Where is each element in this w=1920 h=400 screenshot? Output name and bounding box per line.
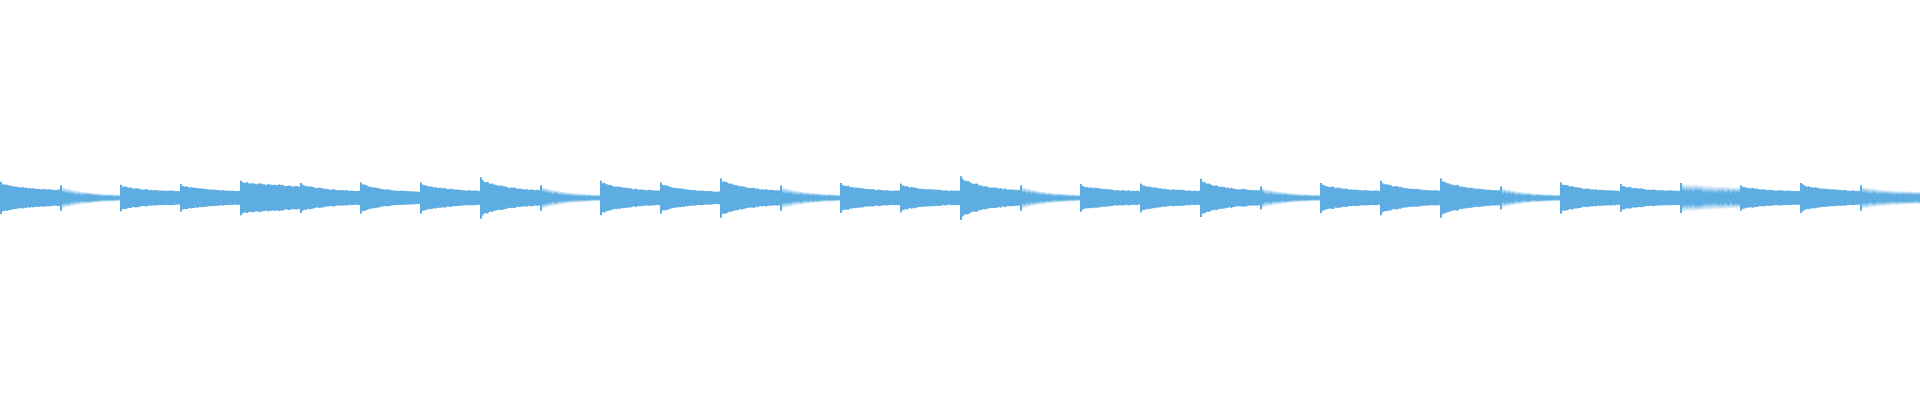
waveform-segment xyxy=(720,180,780,215)
waveform-segment xyxy=(1560,183,1620,212)
waveform-onset xyxy=(1680,183,1682,213)
waveform-onset xyxy=(180,184,182,212)
waveform-segment xyxy=(1080,185,1140,211)
waveform-onset xyxy=(60,185,62,211)
waveform-onset xyxy=(240,180,242,216)
waveform-onset xyxy=(600,180,602,216)
waveform-segment xyxy=(1260,186,1320,209)
waveform-segment xyxy=(300,184,360,212)
waveform-segment xyxy=(360,183,420,213)
waveform-segment xyxy=(480,178,540,217)
waveform-segment xyxy=(180,185,240,210)
waveform-onset xyxy=(960,176,962,220)
waveform-segment xyxy=(1620,185,1680,211)
waveform-segment xyxy=(1200,180,1260,215)
waveform-onset xyxy=(420,182,422,214)
waveform-onset xyxy=(540,185,542,211)
waveform-segments xyxy=(0,176,1920,220)
waveform-onset xyxy=(360,182,362,214)
waveform-segment xyxy=(1440,179,1500,216)
waveform-segment xyxy=(1140,184,1200,212)
waveform-onset xyxy=(1140,183,1142,213)
waveform-onset xyxy=(1440,178,1442,218)
waveform-onset xyxy=(0,181,2,215)
waveform-onset xyxy=(1200,178,1202,217)
waveform-onset xyxy=(840,183,842,213)
waveform-onset xyxy=(120,184,122,212)
waveform-onset xyxy=(1620,184,1622,212)
waveform-segment xyxy=(1500,186,1560,209)
waveform-segment xyxy=(1680,183,1740,212)
waveform-segment xyxy=(1860,185,1920,210)
waveform-onset xyxy=(900,183,902,213)
waveform-segment xyxy=(240,181,300,214)
waveform-segment xyxy=(420,183,480,213)
waveform-segment xyxy=(1020,185,1080,210)
waveform-onset xyxy=(480,177,482,219)
waveform-onset xyxy=(660,182,662,214)
waveform-onset xyxy=(300,183,302,213)
waveform-segment xyxy=(900,184,960,212)
waveform-segment xyxy=(1380,182,1440,214)
waveform-onset xyxy=(1500,186,1502,210)
waveform-onset xyxy=(1260,186,1262,210)
waveform-segment xyxy=(660,184,720,212)
waveform-segment xyxy=(120,185,180,210)
waveform-segment xyxy=(1320,184,1380,212)
waveform-segment xyxy=(0,183,60,213)
waveform-onset xyxy=(1860,185,1862,211)
waveform-onset xyxy=(1020,185,1022,211)
waveform-segment xyxy=(540,185,600,210)
waveform-onset xyxy=(1800,183,1802,213)
waveform-onset xyxy=(1740,185,1742,211)
waveform-segment xyxy=(60,185,120,210)
waveform-onset xyxy=(1560,182,1562,214)
waveform-segment xyxy=(600,182,660,213)
waveform-onset xyxy=(720,178,722,218)
waveform-onset xyxy=(1080,184,1082,212)
waveform-segment xyxy=(780,185,840,210)
waveform-onset xyxy=(1320,183,1322,213)
waveform-segment xyxy=(1740,186,1800,210)
waveform-onset xyxy=(780,185,782,211)
waveform-segment xyxy=(1800,183,1860,212)
waveform-segment xyxy=(840,184,900,212)
waveform-onset xyxy=(1380,180,1382,216)
waveform-segment xyxy=(960,176,1020,219)
